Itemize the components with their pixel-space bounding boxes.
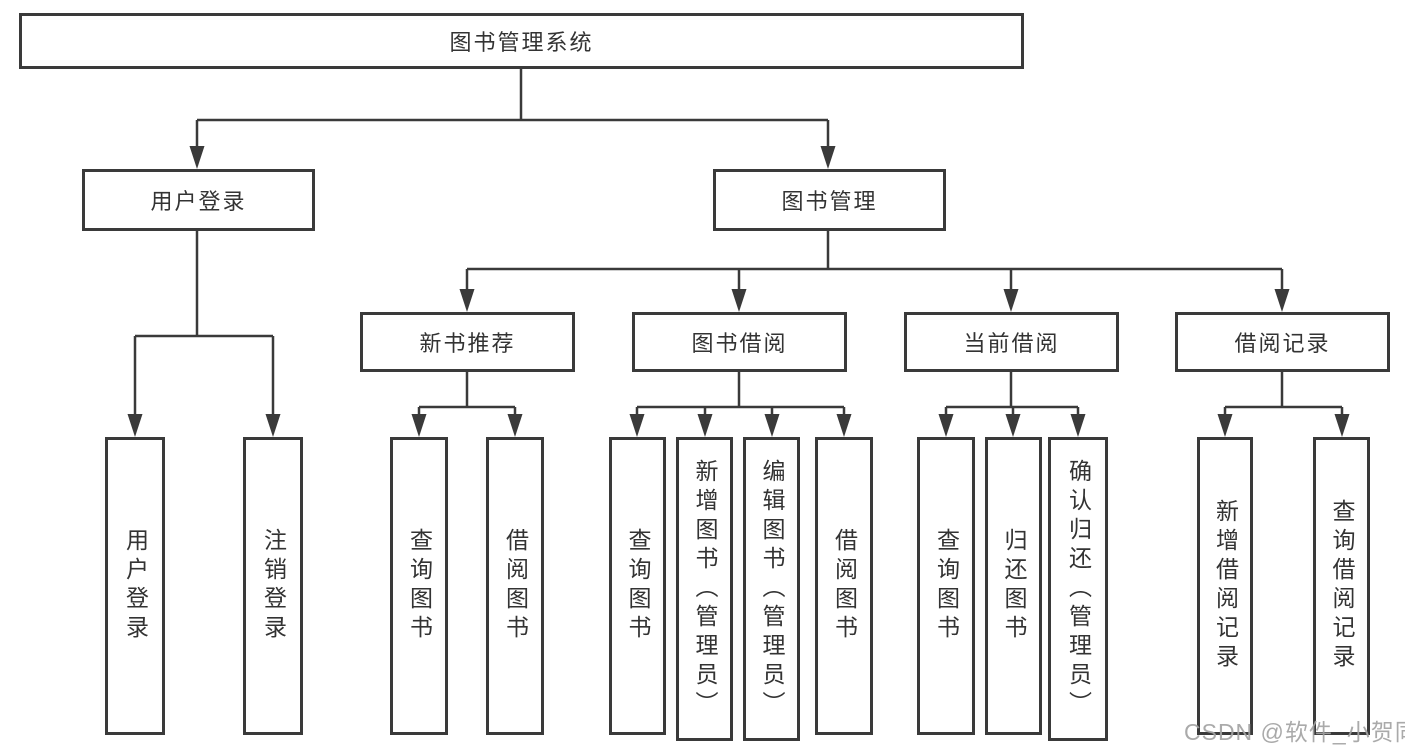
trunk-current-borrow [946, 370, 1078, 409]
leaf-edit-books-admin: 编辑图书（管理员） [743, 437, 800, 741]
leaf-return-books: 归还图书 [985, 437, 1042, 735]
leaf-add-books-admin: 新增图书（管理员） [676, 437, 733, 741]
leaf-query-books-recommend: 查询图书 [390, 437, 448, 735]
trunk-book-management [467, 230, 1282, 271]
node-user-login: 用户登录 [82, 169, 315, 231]
node-current-borrow: 当前借阅 [904, 312, 1119, 372]
leaf-query-books-borrow: 查询图书 [609, 437, 666, 735]
leaf-confirm-return-admin: 确认归还（管理员） [1048, 437, 1108, 741]
node-book-management: 图书管理 [713, 169, 946, 231]
node-library-system: 图书管理系统 [19, 13, 1024, 69]
leaf-borrow-books-recommend: 借阅图书 [486, 437, 544, 735]
leaf-add-borrow-record: 新增借阅记录 [1197, 437, 1253, 735]
trunk-borrow-records [1225, 370, 1342, 409]
trunk-root [197, 69, 828, 122]
watermark: CSDN @软件_小贺同学 [1184, 719, 1405, 745]
trunk-book-borrow [637, 370, 844, 409]
leaf-query-books-current: 查询图书 [917, 437, 975, 735]
node-borrow-records: 借阅记录 [1175, 312, 1390, 372]
node-book-borrow: 图书借阅 [632, 312, 847, 372]
arrowheads [127, 146, 1350, 437]
leaf-borrow-books: 借阅图书 [815, 437, 873, 735]
node-new-book-recommend: 新书推荐 [360, 312, 575, 372]
trunk-new-book [419, 370, 515, 409]
leaf-user-login: 用户登录 [105, 437, 165, 735]
leaf-query-borrow-record: 查询借阅记录 [1313, 437, 1370, 735]
trunk-user-login [135, 230, 273, 338]
leaf-logout: 注销登录 [243, 437, 303, 735]
